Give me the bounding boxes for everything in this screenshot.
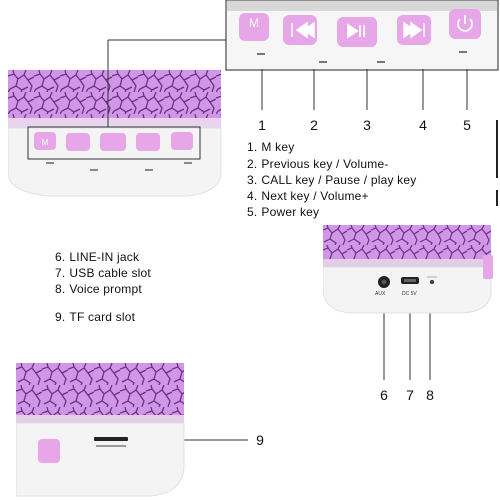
legend-port-7: 7.USB cable slot (55, 266, 151, 280)
aux-label: AUX (375, 291, 386, 297)
speaker-tf-view (16, 363, 186, 498)
callout-8: 8 (426, 387, 434, 403)
callout-3: 3 (363, 117, 371, 133)
legend-key-2: 2.Previous key / Volume- (247, 157, 389, 171)
previous-track-icon (291, 21, 315, 39)
callout-2: 2 (310, 117, 318, 133)
dc-label: DC 5V (402, 291, 417, 297)
zoomed-button-panel (227, 1, 497, 69)
legend-key-5: 5.Power key (247, 205, 320, 219)
svg-text:M: M (42, 138, 49, 147)
callout-4: 4 (419, 117, 427, 133)
tf-card-slot (94, 437, 128, 441)
legend-key-3: 3.CALL key / Pause / play key (247, 173, 417, 187)
legend-port-9: 9.TF card slot (55, 310, 136, 324)
legend-key-4: 4.Next key / Volume+ (247, 189, 369, 203)
legend-port-8: 8.Voice prompt (55, 282, 142, 296)
callout-6: 6 (380, 387, 388, 403)
callout-5: 5 (463, 117, 471, 133)
m-key-label: M (249, 16, 259, 30)
callout-9: 9 (256, 432, 264, 448)
callout-1: 1 (258, 117, 266, 133)
speaker-small-view: M (8, 70, 223, 210)
legend-port-6: 6.LINE-IN jack (55, 250, 140, 264)
legend-key-1: 1.M key (247, 140, 295, 154)
speaker-side-view (323, 225, 493, 315)
callout-7: 7 (406, 387, 414, 403)
